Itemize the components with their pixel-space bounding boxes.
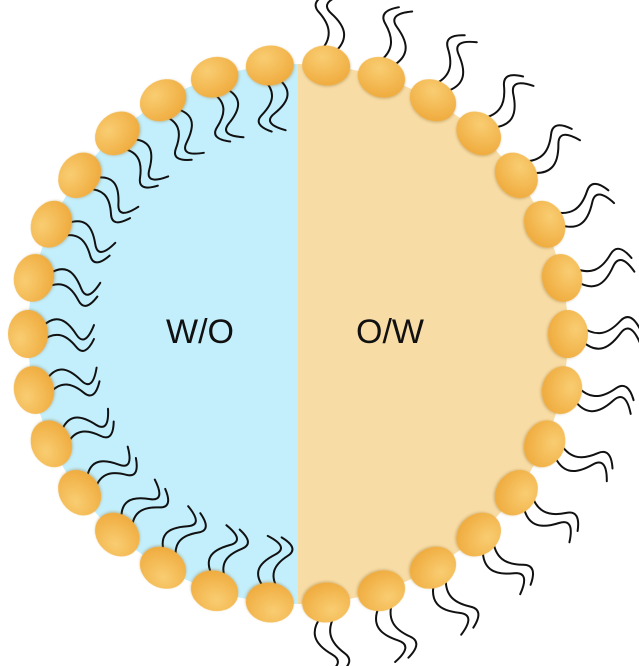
surfactant-head-icon — [523, 200, 566, 248]
surfactant-tail-icon — [432, 582, 470, 636]
surfactant-tail-icon — [257, 79, 274, 133]
surfactant-head-icon — [302, 45, 351, 86]
surfactant-tail-icon — [581, 316, 639, 335]
surfactant-tail-icon — [313, 616, 339, 666]
surfactant-head-icon — [494, 470, 538, 516]
surfactant-tail-icon — [161, 505, 197, 554]
surfactant-tail-icon — [530, 494, 580, 532]
surfactant-tail-icon — [66, 220, 117, 253]
ow-label: O/W — [356, 313, 424, 351]
surfactant-tail-icon — [60, 234, 111, 264]
surfactant-tail-icon — [391, 10, 414, 68]
surfactant-tail-icon — [85, 188, 131, 224]
surfactant-tail-icon — [492, 539, 534, 586]
surfactant-head-icon — [357, 56, 406, 98]
surfactant-tail-icon — [48, 380, 101, 397]
surfactant-tail-icon — [326, 0, 346, 54]
surfactant-tail-icon — [48, 268, 102, 296]
surfactant-tail-icon — [130, 138, 170, 181]
surfactant-head-icon — [190, 56, 239, 98]
surfactant-tail-icon — [314, 0, 330, 52]
surfactant-head-icon — [139, 546, 187, 589]
surfactant-tail-icon — [94, 176, 140, 214]
surfactant-head-icon — [245, 45, 294, 86]
surfactant-tail-icon — [553, 454, 608, 483]
surfactant-head-icon — [58, 152, 102, 198]
surfactant-tail-icon — [375, 605, 407, 663]
surfactant-tail-icon — [120, 478, 161, 521]
surfactant-head-icon — [13, 254, 55, 302]
droplet-core — [28, 64, 568, 604]
surfactant-head-icon — [548, 310, 588, 358]
surfactant-tail-icon — [573, 396, 632, 415]
surfactant-head-icon — [357, 570, 406, 612]
surfactant-head-icon — [58, 470, 102, 516]
surfactant-head-icon — [139, 79, 187, 122]
surfactant-head-icon — [541, 366, 583, 414]
surfactant-tail-icon — [432, 34, 466, 86]
surfactant-tail-icon — [211, 91, 232, 143]
surfactant-head-icon — [190, 570, 239, 612]
water-phase-region — [28, 64, 298, 604]
surfactant-tails — [41, 0, 639, 666]
surfactant-tail-icon — [553, 182, 610, 214]
surfactant-tail-icon — [530, 133, 581, 174]
surfactant-tail-icon — [481, 548, 526, 596]
surfactant-head-icon — [456, 111, 501, 156]
surfactant-tail-icon — [45, 283, 99, 307]
surfactant-head-icon — [541, 254, 583, 302]
surfactant-tail-icon — [492, 82, 535, 129]
surfactant-tail-icon — [573, 247, 633, 273]
oil-phase-region — [298, 64, 568, 604]
surfactant-tail-icon — [66, 420, 115, 446]
surfactant-tail-icon — [130, 487, 170, 530]
surfactant-tail-icon — [224, 87, 245, 139]
surfactant-head-icon — [494, 152, 538, 198]
surfactant-tail-icon — [481, 74, 525, 120]
surfactant-tail-icon — [522, 505, 572, 544]
surfactant-tail-icon — [41, 318, 95, 341]
surfactant-tail-icon — [85, 445, 131, 480]
surfactant-tail-icon — [581, 327, 639, 350]
wo-label: W/O — [166, 313, 234, 351]
surfactant-head-icon — [245, 582, 294, 623]
surfactant-tail-icon — [522, 124, 573, 163]
surfactant-tail-icon — [207, 524, 238, 577]
surfactant-head-icon — [409, 546, 457, 589]
surfactant-tail-icon — [257, 534, 282, 589]
surfactant-head-icon — [456, 512, 501, 557]
surfactant-head-icon — [8, 310, 48, 358]
surfactant-tail-icon — [45, 366, 98, 386]
surfactant-head-icon — [409, 79, 457, 122]
surfactant-tail-icon — [378, 6, 400, 63]
surfactant-tail-icon — [559, 193, 616, 228]
surfactant-head-icon — [302, 582, 351, 623]
surfactant-tail-icon — [120, 147, 159, 189]
surfactant-tail-icon — [444, 575, 480, 629]
surfactant-head-icon — [95, 111, 140, 156]
surfactant-head-icon — [13, 366, 55, 414]
surfactant-tail-icon — [272, 536, 294, 591]
surfactant-tail-icon — [222, 528, 249, 581]
surfactant-head-icon — [30, 420, 73, 468]
surfactant-tail-icon — [445, 40, 478, 93]
surfactant-tail-icon — [174, 512, 207, 561]
surfactant-tail-icon — [576, 384, 635, 402]
surfactant-tail-icon — [162, 114, 193, 161]
surfactant-tail-icon — [329, 614, 351, 666]
surfactant-tail-icon — [559, 442, 614, 470]
surfactant-tail-icon — [268, 77, 289, 132]
surfactant-head-icon — [523, 420, 566, 468]
surfactant-tail-icon — [389, 600, 418, 659]
surfactant-heads — [8, 45, 588, 623]
surfactant-head-icon — [95, 512, 140, 557]
surfactant-tail-icon — [94, 457, 138, 492]
surfactant-head-icon — [30, 200, 73, 248]
surfactant-tail-icon — [60, 407, 110, 433]
surfactant-tail-icon — [576, 259, 636, 288]
surfactant-tail-icon — [175, 107, 205, 155]
surfactant-tail-icon — [41, 333, 95, 352]
